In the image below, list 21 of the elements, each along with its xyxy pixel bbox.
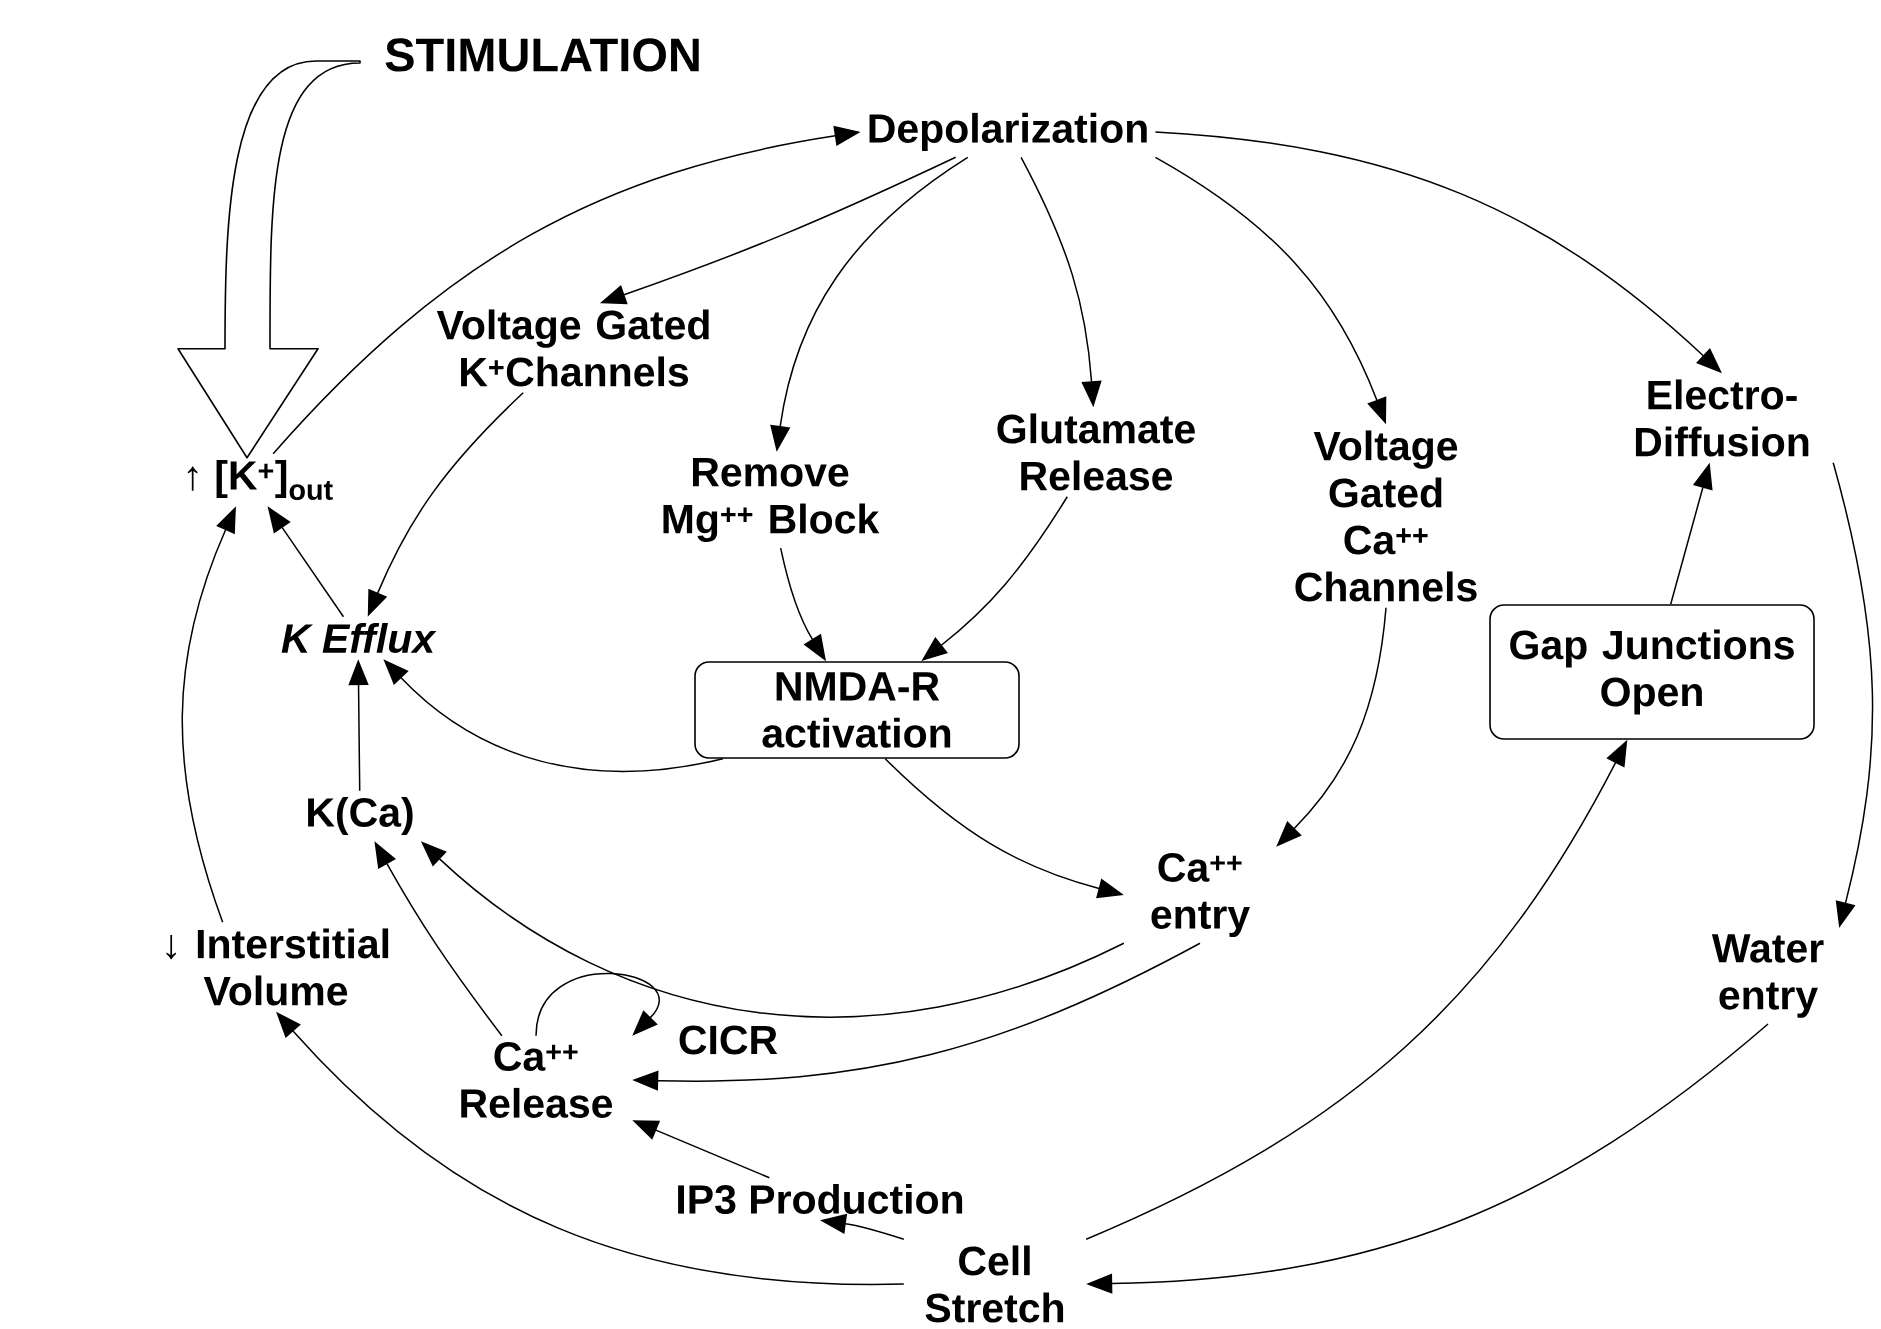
process-label: Depolarization — [869, 112, 1147, 152]
process-label: Voltage Gated Ca$^{++}$ Channels — [1295, 430, 1477, 602]
process-label: K(Ca) — [308, 796, 413, 836]
process-label: Ca$^{++}$ Release — [461, 1041, 613, 1118]
label-text: CICR — [679, 1025, 778, 1055]
stimulus-arrow — [177, 60, 361, 459]
process-box: Gap Junctions Open — [1489, 604, 1815, 740]
arrow — [535, 972, 660, 1037]
process-label: IP3 Production — [678, 1183, 963, 1215]
process-label: Electro- Diffusion — [1635, 379, 1809, 457]
process-label: ↓ Interstitial Volume — [166, 928, 389, 1006]
process-label: Ca$^{++}$ entry — [1151, 852, 1250, 938]
process-label: Remove Mg$^{++}$ Block — [663, 458, 880, 542]
stimulus-label: STIMULATION — [385, 38, 699, 72]
process-box: NMDA-R activation — [694, 661, 1020, 759]
process-label: ↑ [K$^{+}$]$_{out}$ — [187, 459, 333, 501]
process-label: Glutamate Release — [997, 413, 1195, 491]
process-label: Voltage Gated K$^{+}$Channels — [436, 309, 709, 387]
process-label: K Efflux — [281, 622, 437, 653]
process-label: Cell Stretch — [925, 1245, 1064, 1323]
process-label: Water entry — [1711, 934, 1824, 1018]
